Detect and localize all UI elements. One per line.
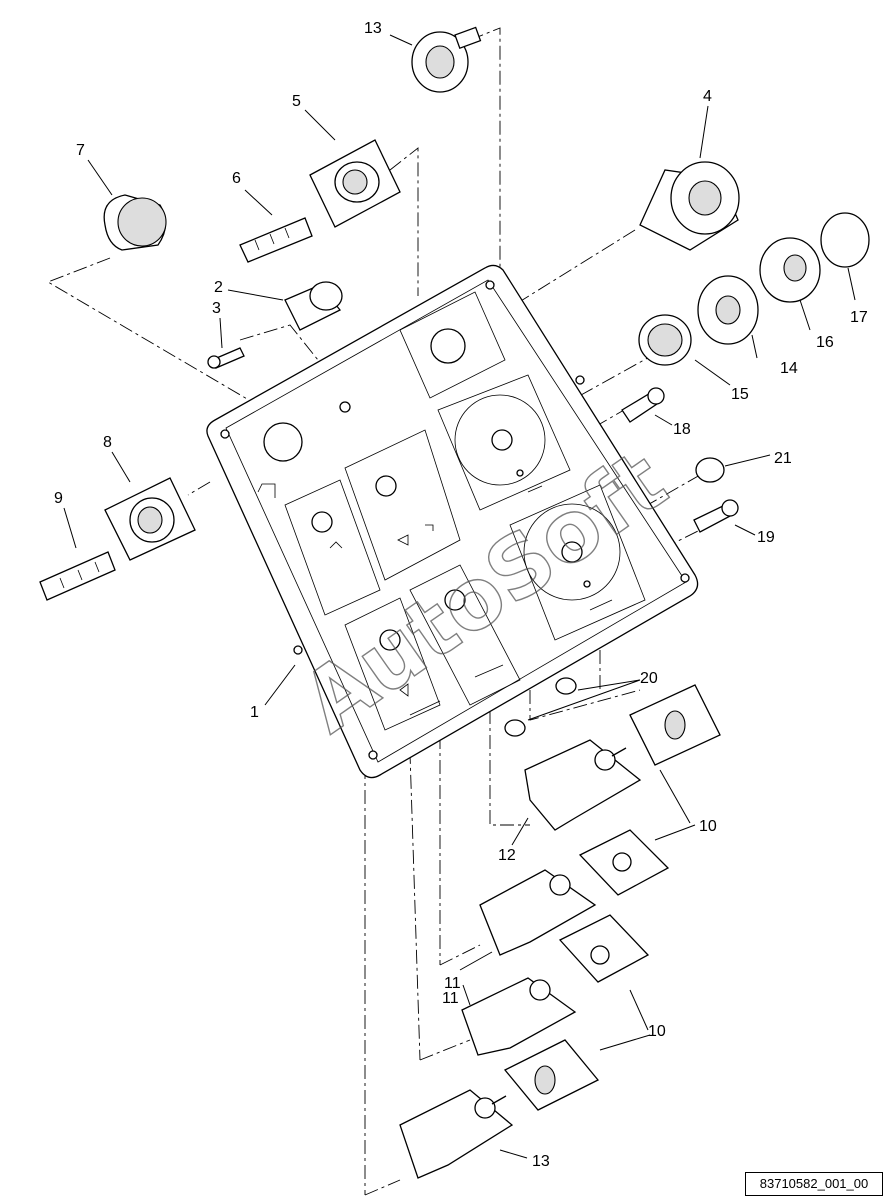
callout-4: 4 — [703, 88, 712, 105]
part-2-cap — [284, 281, 343, 331]
part-6-connector — [239, 217, 313, 263]
part-13-rocker-switch — [399, 1089, 514, 1179]
drawing-reference-number: 83710582_001_00 — [745, 1172, 883, 1196]
callout-21: 21 — [774, 450, 792, 467]
part-10-cover-lower — [503, 1039, 600, 1111]
part-12-rocker-switch — [524, 739, 642, 831]
part-8-switch-holder — [104, 477, 196, 561]
instrument-panel — [206, 264, 699, 779]
callout-18: 17 — [850, 309, 868, 326]
leader-lines — [63, 34, 856, 1159]
callout-8: 8 — [103, 434, 112, 451]
part-10-bracket-lower — [558, 914, 650, 983]
callout-16: 15 — [731, 386, 749, 403]
callout-10-lower: 10 — [648, 1023, 666, 1040]
part-14-switch-knob — [411, 26, 482, 93]
part-4-ignition-switch — [639, 161, 740, 251]
callout-19-upper: 18 — [673, 421, 691, 438]
callout-2: 2 — [214, 279, 223, 296]
part-19-screw-lower — [693, 499, 739, 533]
part-18-cap — [820, 212, 870, 268]
callout-15: 14 — [780, 360, 798, 377]
part-21-plug — [695, 457, 725, 483]
callout-7: 7 — [76, 142, 85, 159]
callout-14: 13 — [364, 20, 382, 37]
callout-11-lower: 11 — [442, 990, 459, 1007]
callout-9: 9 — [54, 490, 63, 507]
callout-3: 3 — [212, 300, 221, 317]
part-11-rocker-switch-lower — [461, 977, 577, 1056]
part-10-bracket-upper — [578, 829, 670, 896]
part-3-screw — [207, 347, 245, 369]
callout-5: 5 — [292, 93, 301, 110]
callout-17: 16 — [816, 334, 834, 351]
callout-1: 1 — [250, 704, 259, 721]
part-19-screw-upper — [621, 387, 665, 423]
callout-11-upper: 11 — [444, 975, 461, 992]
callout-6: 6 — [232, 170, 241, 187]
part-20-grommets — [504, 677, 577, 737]
part-15-key-cover — [697, 275, 759, 345]
part-17-knob — [759, 237, 821, 303]
part-10-cover-upper — [629, 684, 721, 766]
callout-13: 13 — [532, 1153, 550, 1170]
part-7-lamp — [103, 194, 167, 251]
part-16-bezel-ring — [638, 314, 692, 366]
part-11-rocker-switch-upper — [479, 869, 597, 956]
callout-20: 20 — [640, 670, 658, 687]
callout-12: 12 — [498, 847, 516, 864]
part-9-connector — [39, 551, 116, 601]
callout-19-lower: 19 — [757, 529, 775, 546]
callout-labels: 13 5 6 7 2 3 4 14 15 16 17 18 21 19 20 8… — [54, 20, 868, 1170]
callout-10-upper: 10 — [699, 818, 717, 835]
part-5-switch-holder — [309, 139, 401, 228]
